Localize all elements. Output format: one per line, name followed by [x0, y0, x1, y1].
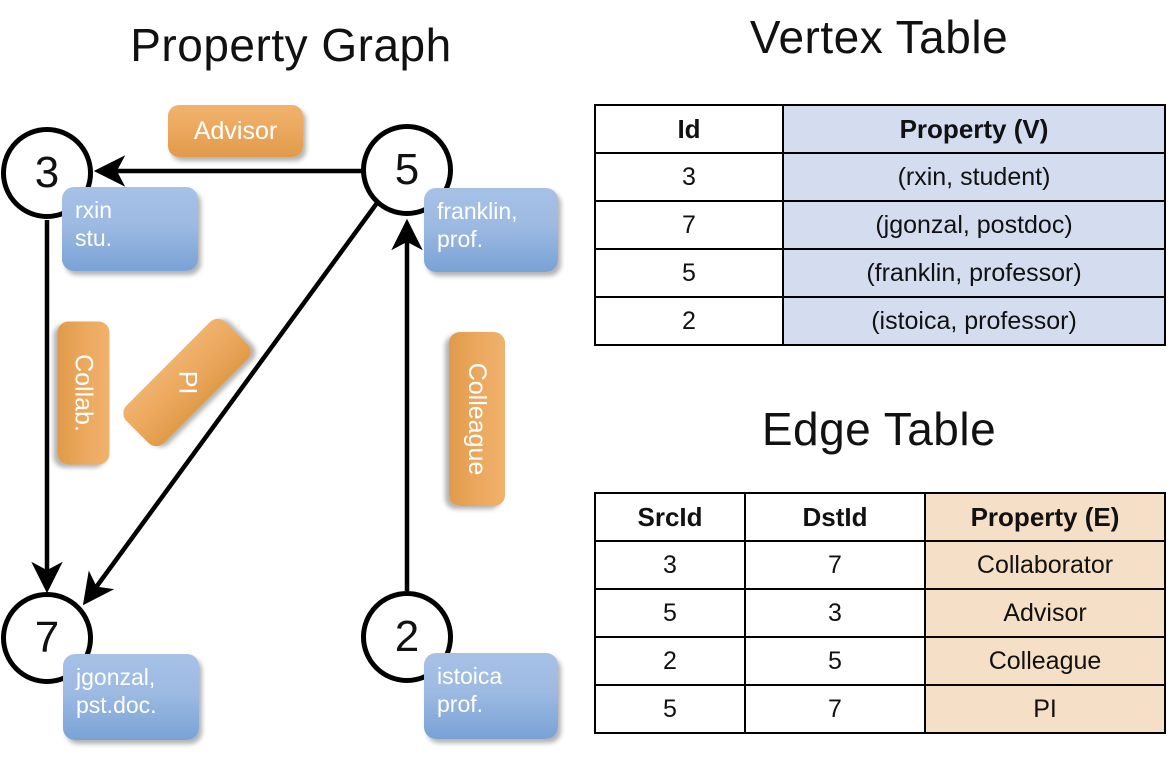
- edge-table-cell-srcid: 2: [594, 636, 746, 686]
- vertex-table-row: 5 (franklin, professor): [594, 248, 1166, 298]
- property-graph-diagram: 3 5 7 2 rxin stu. franklin, prof. jgonza…: [0, 0, 582, 760]
- edge-table-cell-property: Advisor: [924, 588, 1166, 638]
- graph-node-property-3-line2: stu.: [75, 225, 113, 252]
- vertex-table-row: 3 (rxin, student): [594, 152, 1166, 202]
- vertex-table-header-id: Id: [594, 104, 784, 154]
- graph-node-property-7-line2: pst.doc.: [76, 692, 157, 719]
- vertex-table-cell-id: 7: [594, 200, 784, 250]
- vertex-table-cell-property: (jgonzal, postdoc): [782, 200, 1166, 250]
- graph-node-property-2: istoica prof.: [424, 653, 558, 739]
- edge-table-cell-dstid: 7: [744, 684, 926, 734]
- edge-table-header-dstid: DstId: [744, 492, 926, 542]
- graph-edge-label-advisor: Advisor: [168, 105, 303, 157]
- page-title-vertex-table: Vertex Table: [749, 11, 1009, 63]
- vertex-table-cell-id: 3: [594, 152, 784, 202]
- graph-node-property-7: jgonzal, pst.doc.: [63, 654, 199, 740]
- graph-node-property-2-line2: prof.: [437, 691, 484, 718]
- page-title-property-graph: Property Graph: [130, 19, 452, 71]
- page-title-edge-table: Edge Table: [761, 403, 997, 455]
- edge-table-cell-srcid: 5: [594, 684, 746, 734]
- graph-node-property-2-line1: istoica: [437, 663, 503, 689]
- vertex-table-cell-property: (franklin, professor): [782, 248, 1166, 298]
- graph-edge-label-collab-text: Collab.: [70, 354, 98, 432]
- vertex-table-header-property: Property (V): [782, 104, 1166, 154]
- graph-node-property-5-line1: franklin,: [437, 198, 518, 224]
- graph-edge-label-colleague: Colleague: [449, 332, 505, 506]
- vertex-table-row: 2 (istoica, professor): [594, 296, 1166, 346]
- edge-table-header-property: Property (E): [924, 492, 1166, 542]
- graph-node-property-5: franklin, prof.: [424, 188, 558, 272]
- graph-edge-label-advisor-text: Advisor: [193, 116, 278, 145]
- edge-table-row: 2 5 Colleague: [594, 636, 1166, 686]
- graph-edge-label-pi-text: PI: [173, 370, 202, 395]
- graph-node-2[interactable]: 2: [361, 591, 453, 683]
- edge-table-header-srcid: SrcId: [594, 492, 746, 542]
- edge-table-cell-property: PI: [924, 684, 1166, 734]
- graph-node-property-5-line2: prof.: [437, 226, 484, 253]
- graph-edges-svg: [31, 155, 423, 606]
- edge-table: SrcId DstId Property (E) 3 7 Collaborato…: [594, 492, 1166, 734]
- edge-table-cell-dstid: 5: [744, 636, 926, 686]
- graph-edge-label-colleague-text: Colleague: [463, 362, 492, 476]
- edge-table-row: 5 7 PI: [594, 684, 1166, 734]
- graph-node-property-3-line1: rxin: [75, 197, 113, 223]
- edge-table-cell-dstid: 7: [744, 540, 926, 590]
- edge-table-cell-property: Colleague: [924, 636, 1166, 686]
- graph-node-5[interactable]: 5: [361, 124, 453, 216]
- vertex-table-row: 7 (jgonzal, postdoc): [594, 200, 1166, 250]
- edge-table-header-row: SrcId DstId Property (E): [594, 492, 1166, 542]
- vertex-table-cell-id: 2: [594, 296, 784, 346]
- edge-table-cell-srcid: 3: [594, 540, 746, 590]
- vertex-table-cell-property: (rxin, student): [782, 152, 1166, 202]
- edge-table-row: 3 7 Collaborator: [594, 540, 1166, 590]
- graph-node-property-7-line1: jgonzal,: [76, 664, 156, 690]
- edge-arrow-5-to-7: [82, 201, 379, 606]
- graph-edge-label-collab: Collab.: [57, 321, 110, 465]
- vertex-table: Id Property (V) 3 (rxin, student) 7 (jgo…: [594, 104, 1166, 346]
- vertex-table-cell-id: 5: [594, 248, 784, 298]
- edge-table-cell-dstid: 3: [744, 588, 926, 638]
- edge-table-cell-property: Collaborator: [924, 540, 1166, 590]
- edge-table-cell-srcid: 5: [594, 588, 746, 638]
- graph-node-property-3: rxin stu.: [62, 187, 198, 271]
- vertex-table-header-row: Id Property (V): [594, 104, 1166, 154]
- edge-table-row: 5 3 Advisor: [594, 588, 1166, 638]
- vertex-table-cell-property: (istoica, professor): [782, 296, 1166, 346]
